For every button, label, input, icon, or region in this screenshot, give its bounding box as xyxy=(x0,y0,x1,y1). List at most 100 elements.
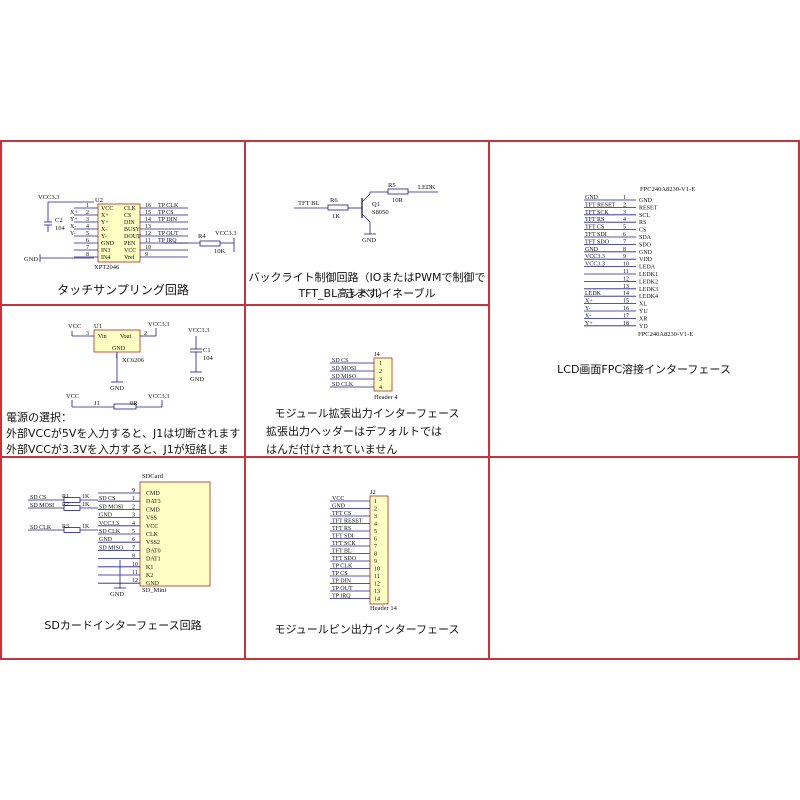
lcd-pin-num: 16 xyxy=(623,306,629,312)
sd-pin-net: VCC3.3 xyxy=(99,521,119,527)
lcd-pin-net: Y- xyxy=(585,306,591,312)
touch-left-pin-name: IN3 xyxy=(101,248,110,254)
touch-right-pin-num: 14 xyxy=(145,217,151,223)
sd-pin-name: CLK xyxy=(146,532,159,538)
sd-pin-name: DAT1 xyxy=(146,557,161,563)
touch-right-net: TP CS xyxy=(158,210,174,216)
lcd-pin-num: 13 xyxy=(623,284,629,290)
touch-right-net: TP DIN xyxy=(158,217,178,223)
touch-left-pin-num: 6 xyxy=(86,238,89,244)
sd-pin-num: 3 xyxy=(132,513,135,519)
exp-caption-3: はんだ付けされていません xyxy=(266,443,398,456)
exp-caption-2: 拡張出力ヘッダーはデフォルトでは xyxy=(266,425,442,438)
sd-pin-num: 4 xyxy=(132,521,135,527)
pinout-pin-net: TFT SDI xyxy=(332,534,354,540)
bl-net-in: TFT BL xyxy=(298,200,319,207)
sd-pin-num: 9 xyxy=(132,488,135,494)
sd-res-val: 1K xyxy=(82,502,90,508)
lcd-pin-name: SDO xyxy=(639,242,652,248)
pin-footer: Header 14 xyxy=(370,605,398,612)
lcd-bottom-ref: FPC240A8230-V1-E xyxy=(638,331,693,338)
lcd-pin-name: RS xyxy=(639,220,646,226)
sd-pin-name: VSS2 xyxy=(146,540,160,546)
pw-c1: C1 xyxy=(203,347,211,354)
pw-vcc-in: VCC xyxy=(68,323,81,330)
touch-left-pin-num: 7 xyxy=(86,245,89,251)
touch-r4-ref: R4 xyxy=(198,233,206,240)
sd-res-net: SD CS xyxy=(30,495,47,501)
exp-pin-net: SD CLK xyxy=(332,382,354,388)
touch-caption: タッチサンプリング回路 xyxy=(57,283,189,297)
touch-left-net: Y- xyxy=(70,231,76,237)
pinout-pin-num: 1 xyxy=(374,499,377,505)
pinout-pin-num: 9 xyxy=(374,559,377,565)
lcd-pin-name: RESET xyxy=(639,205,658,211)
lcd-pin-name: LEDK2 xyxy=(639,279,658,285)
touch-right-pin-num: 9 xyxy=(145,252,148,258)
lcd-pin-net: X- xyxy=(585,313,591,319)
touch-right-pin-num: 10 xyxy=(145,245,151,251)
pinout-pin-net: TP OUT xyxy=(332,586,353,592)
sd-res-ref: R1 xyxy=(62,494,69,500)
pw-vcc-out: VCC3.3 xyxy=(148,321,170,328)
lcd-pin-num: 8 xyxy=(623,247,626,253)
touch-left-net: Y+ xyxy=(70,217,78,223)
touch-chip-ref: U2 xyxy=(95,197,103,204)
exp-pin-num: 1 xyxy=(379,361,382,367)
lcd-pin-num: 18 xyxy=(623,321,629,327)
sd-pin-num: 11 xyxy=(132,570,138,576)
lcd-pin-net: VCC3.3 xyxy=(585,254,605,260)
lcd-pin-net: TFT CS xyxy=(585,225,604,231)
touch-right-pin-num: 12 xyxy=(145,231,151,237)
sd-caption: SDカードインターフェース回路 xyxy=(44,619,202,632)
pinout-pin-num: 2 xyxy=(374,507,377,513)
sd-pin-name: CMD xyxy=(146,507,160,513)
sd-pin-name: DAT3 xyxy=(146,499,161,505)
exp-pin-num: 3 xyxy=(379,377,382,383)
pinout-pin-net: TFT RS xyxy=(332,526,351,532)
exp-pin-num: 2 xyxy=(379,369,382,375)
touch-vcc-label: VCC3.3 xyxy=(38,194,60,201)
bl-r5-val: 10R xyxy=(392,197,404,204)
touch-right-pin-name: CS xyxy=(124,213,131,219)
lcd-caption: LCD画面FPC溶接インターフェース xyxy=(557,363,731,376)
sd-pin-num: 12 xyxy=(132,578,138,584)
bl-caption-1: バックライト制御回路（IOまたはPWMで制御できます） xyxy=(248,271,486,300)
touch-r4-val: 10K xyxy=(214,248,226,255)
pinout-pin-net: TFT CS xyxy=(332,511,351,517)
pw-j-vcc: VCC xyxy=(66,393,79,400)
exp-ref: J4 xyxy=(374,351,381,358)
lcd-pin-net: GND xyxy=(585,247,599,253)
lcd-pin-net: LEDK xyxy=(585,291,602,297)
lcd-pin-name: XR xyxy=(639,316,647,322)
touch-left-pin-name: VCC xyxy=(101,206,113,212)
lcd-pin-net: VCC3.3 xyxy=(585,262,605,268)
lcd-pin-name: LEDA xyxy=(639,265,656,271)
sd-res-val: 1K xyxy=(82,524,90,530)
touch-left-net: X+ xyxy=(70,210,78,216)
exp-caption-1: モジュール拡張出力インターフェース xyxy=(274,407,460,420)
lcd-pin-net: TFT RESET xyxy=(585,202,616,208)
sd-pin-net: SD CLK xyxy=(99,529,121,535)
lcd-pin-name: XL xyxy=(639,302,647,308)
lcd-pin-num: 5 xyxy=(623,225,626,231)
exp-pin-net: SD MOSI xyxy=(332,366,356,372)
lcd-pin-name: LEDK1 xyxy=(639,272,658,278)
sd-res-val: 1K xyxy=(82,494,90,500)
lcd-pin-net: TFT SDI xyxy=(585,232,607,238)
touch-right-pin-num: 11 xyxy=(145,238,151,244)
bl-net-out: LEDK xyxy=(418,184,436,191)
pw-c1-val: 104 xyxy=(203,355,214,362)
sd-pin-num: 7 xyxy=(132,545,135,551)
